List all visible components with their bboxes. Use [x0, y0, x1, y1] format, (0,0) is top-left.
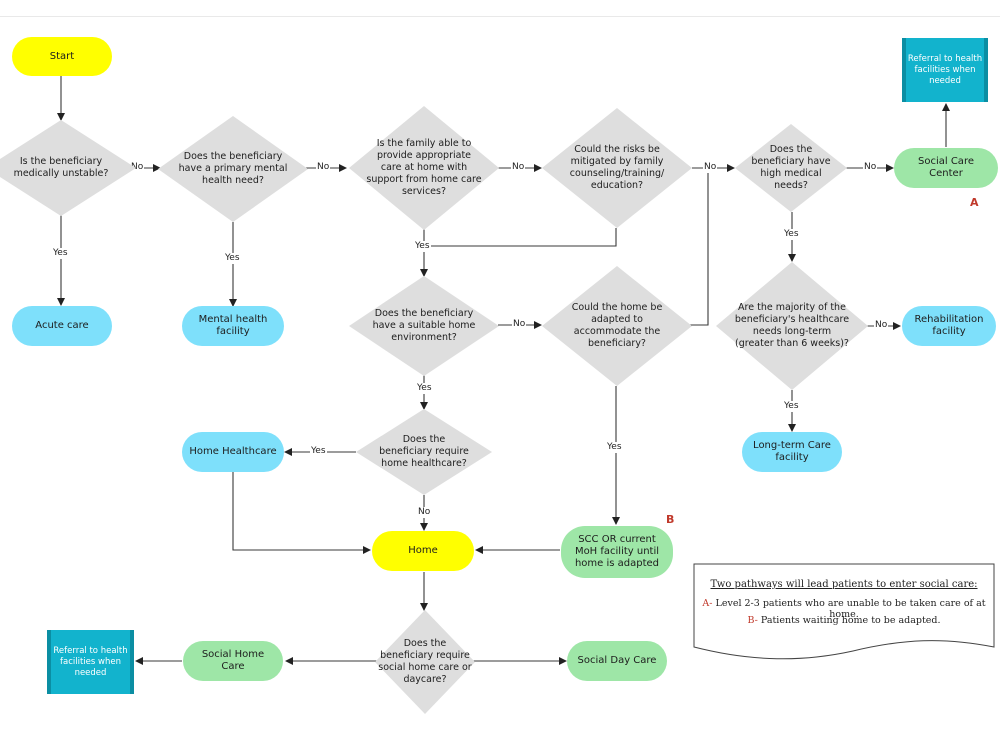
rehabilitation-facility-label: Rehabilitation facility [914, 314, 984, 337]
social-care-note: Two pathways will lead patients to enter… [693, 563, 995, 663]
label-d3-no: No [511, 162, 526, 173]
label-d2-yes: Yes [224, 253, 241, 264]
mental-health-facility-label: Mental health facility [198, 314, 268, 337]
mental-health-facility-node: Mental health facility [182, 306, 284, 346]
note-shape [693, 563, 995, 660]
social-care-center-node: Social Care Center [894, 148, 998, 188]
decision-home-adapted-text: Could the home be adapted to accommodate… [571, 302, 663, 349]
social-home-care-label: Social Home Care [201, 649, 265, 672]
decision-family-able-text: Is the family able to provide appropriat… [366, 138, 482, 197]
edge-d7-no [690, 166, 709, 326]
scc-facility-node: SCC OR current MoH facility until home i… [561, 526, 673, 578]
social-care-center-label: Social Care Center [918, 156, 974, 179]
label-d5-no: No [863, 162, 878, 173]
marker-b: B [666, 513, 675, 526]
decision-high-medical-needs: Does the beneficiary have high medical n… [735, 124, 847, 212]
note-item-a: A- Level 2-3 patients who are unable to … [693, 598, 995, 620]
long-term-care-facility-node: Long-term Care facility [742, 432, 842, 472]
home-node: Home [372, 531, 474, 571]
referral-bottom-label: Referral to health facilities when neede… [53, 645, 128, 678]
long-term-care-facility-label: Long-term Care facility [753, 440, 831, 463]
edge-homehealthcare-to-home [232, 472, 371, 554]
note-item-b: B- Patients waiting home to be adapted. [693, 615, 995, 626]
decision-mental-health-need: Does the beneficiary have a primary ment… [158, 116, 308, 222]
label-d8-no: No [874, 320, 889, 331]
decision-medically-unstable-text: Is the beneficiary medically unstable? [13, 156, 109, 179]
note-item-b-text: Patients waiting home to be adapted. [757, 615, 941, 626]
social-day-care-label: Social Day Care [577, 655, 657, 666]
referral-top-label: Referral to health facilities when neede… [907, 53, 983, 86]
label-d6-no: No [512, 319, 527, 330]
home-healthcare-label: Home Healthcare [189, 446, 277, 457]
label-d9-no: No [417, 507, 432, 518]
note-title: Two pathways will lead patients to enter… [710, 579, 978, 590]
label-d3-yes: Yes [414, 241, 431, 252]
social-day-care-node: Social Day Care [567, 641, 667, 681]
decision-risks-mitigated: Could the risks be mitigated by family c… [542, 108, 692, 228]
referral-bottom-node: Referral to health facilities when neede… [47, 630, 134, 694]
decision-require-social-care: Does the beneficiary require social home… [375, 610, 475, 714]
start-node: Start [12, 37, 112, 76]
decision-require-home-healthcare: Does the beneficiary require home health… [356, 409, 492, 495]
decision-suitable-home-text: Does the beneficiary have a suitable hom… [372, 308, 476, 343]
label-d1-yes: Yes [52, 248, 69, 259]
edge-d4-yes-merge [424, 228, 617, 247]
label-d6-yes: Yes [416, 383, 433, 394]
note-item-a-prefix: A- [702, 598, 713, 609]
acute-care-label: Acute care [35, 320, 89, 331]
label-d5-yes: Yes [783, 229, 800, 240]
start-label: Start [49, 50, 75, 62]
label-d1-no: No [130, 162, 145, 173]
note-item-b-prefix: B- [747, 615, 758, 626]
acute-care-node: Acute care [12, 306, 112, 346]
label-d8-yes: Yes [783, 401, 800, 412]
decision-mental-health-need-text: Does the beneficiary have a primary ment… [178, 151, 288, 186]
scc-facility-label: SCC OR current MoH facility until home i… [574, 534, 660, 569]
decision-family-able: Is the family able to provide appropriat… [349, 106, 499, 230]
label-d7-yes: Yes [606, 442, 623, 453]
decision-high-medical-needs-text: Does the beneficiary have high medical n… [751, 144, 831, 191]
decision-long-term-needs: Are the majority of the beneficiary's he… [716, 262, 868, 390]
decision-require-home-healthcare-text: Does the beneficiary require home health… [379, 434, 469, 469]
decision-home-adapted: Could the home be adapted to accommodate… [542, 266, 692, 386]
top-divider [0, 16, 1000, 17]
decision-require-social-care-text: Does the beneficiary require social home… [378, 638, 472, 685]
home-healthcare-node: Home Healthcare [182, 432, 284, 472]
decision-risks-mitigated-text: Could the risks be mitigated by family c… [569, 144, 665, 191]
label-d9-yes: Yes [310, 446, 327, 457]
home-label: Home [408, 545, 438, 556]
rehabilitation-facility-node: Rehabilitation facility [902, 306, 996, 346]
note-item-a-text: Level 2-3 patients who are unable to be … [712, 598, 986, 620]
decision-medically-unstable: Is the beneficiary medically unstable? [0, 120, 136, 216]
marker-a: A [970, 196, 979, 209]
label-d2-no: No [316, 162, 331, 173]
referral-top-node: Referral to health facilities when neede… [902, 38, 988, 102]
decision-long-term-needs-text: Are the majority of the beneficiary's he… [734, 302, 850, 349]
label-d4-no: No [703, 162, 718, 173]
decision-suitable-home: Does the beneficiary have a suitable hom… [349, 276, 499, 376]
social-home-care-node: Social Home Care [183, 641, 283, 681]
